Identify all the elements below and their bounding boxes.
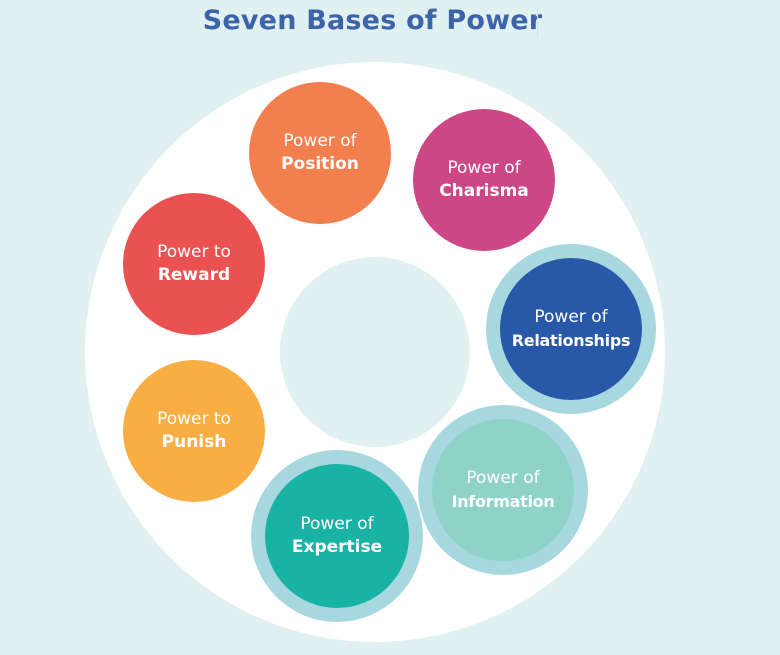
node-label-prefix: Power to <box>157 409 231 429</box>
node-power-of-expertise[interactable]: Power of Expertise <box>265 464 409 608</box>
title-divider <box>537 8 538 38</box>
node-label-prefix: Power to <box>157 242 231 262</box>
node-label-title: Charisma <box>439 181 529 201</box>
node-label-title: Position <box>281 154 359 174</box>
node-label-title: Punish <box>161 432 227 452</box>
node-power-of-relationships[interactable]: Power of Relationships <box>500 258 642 400</box>
node-power-of-charisma[interactable]: Power of Charisma <box>413 109 555 251</box>
node-label-prefix: Power of <box>283 131 357 151</box>
node-label-prefix: Power of <box>466 468 540 488</box>
node-label-title: Information <box>451 492 555 511</box>
node-label-prefix: Power of <box>447 158 521 178</box>
node-label-prefix: Power of <box>300 514 374 534</box>
center-hole <box>280 257 470 447</box>
node-label-title: Reward <box>157 265 231 285</box>
node-label-title: Expertise <box>291 537 383 557</box>
node-power-of-information[interactable]: Power of Information <box>432 419 574 561</box>
node-label-prefix: Power of <box>534 307 608 327</box>
node-label-title: Relationships <box>511 331 631 350</box>
page-title: Seven Bases of Power <box>202 5 543 36</box>
node-power-of-position[interactable]: Power of Position <box>249 82 391 224</box>
node-power-to-reward[interactable]: Power to Reward <box>123 193 265 335</box>
node-power-to-punish[interactable]: Power to Punish <box>123 360 265 502</box>
